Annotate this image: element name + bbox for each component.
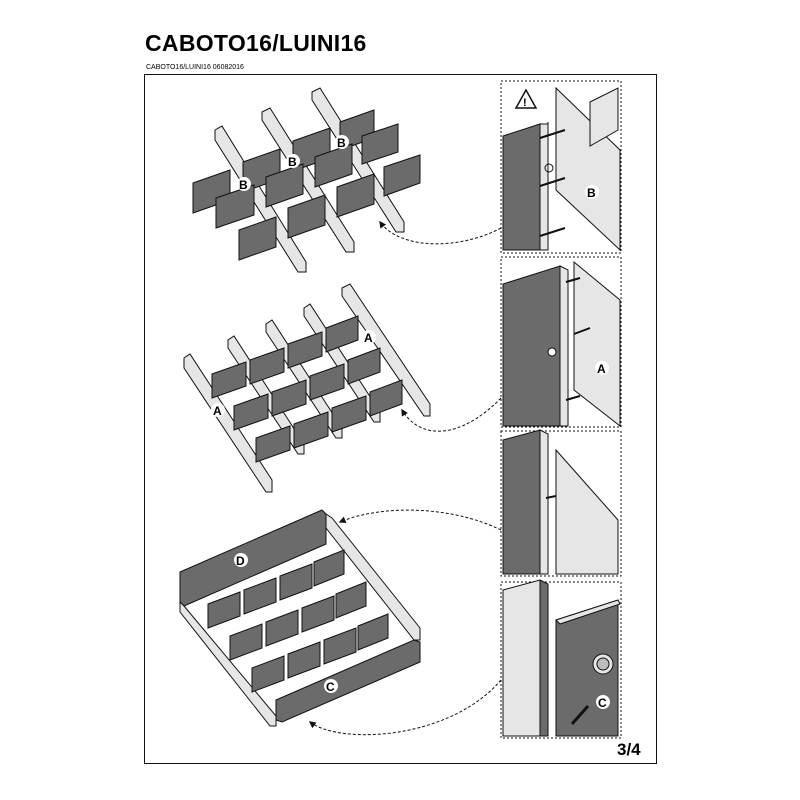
document-code: CABOTO16/LUINI16 06082016: [146, 64, 244, 71]
step2-part-labels: A A: [211, 330, 376, 418]
step3-part-labels: D C: [234, 553, 338, 694]
svg-text:D: D: [236, 554, 245, 568]
svg-text:C: C: [326, 680, 335, 694]
detail-panel-2: A: [500, 256, 622, 428]
detail-panel-1: ! B: [500, 80, 622, 254]
step1-part-labels: B B B: [237, 135, 349, 192]
step2-grid-assembly: [183, 283, 431, 493]
step1-grid-assembly: [192, 87, 421, 273]
svg-text:C: C: [598, 696, 607, 710]
detail-panel-3: [500, 429, 622, 577]
svg-text:B: B: [337, 136, 346, 150]
svg-text:!: !: [523, 97, 527, 109]
svg-text:B: B: [288, 155, 297, 169]
svg-text:B: B: [239, 178, 248, 192]
svg-text:B: B: [587, 186, 596, 200]
cam-lock-icon: [592, 653, 614, 675]
svg-text:A: A: [364, 331, 373, 345]
detail-panel-4: C: [500, 579, 622, 739]
svg-text:A: A: [213, 404, 222, 418]
document-title: CABOTO16/LUINI16: [145, 30, 367, 56]
svg-text:A: A: [597, 362, 606, 376]
dowel-icon: [544, 163, 554, 173]
connector-arrows: [308, 220, 502, 736]
step3-grid-assembly: [179, 509, 421, 727]
warning-icon: !: [514, 88, 538, 109]
page-number: 3/4: [617, 740, 641, 759]
instruction-frame: [144, 74, 657, 764]
